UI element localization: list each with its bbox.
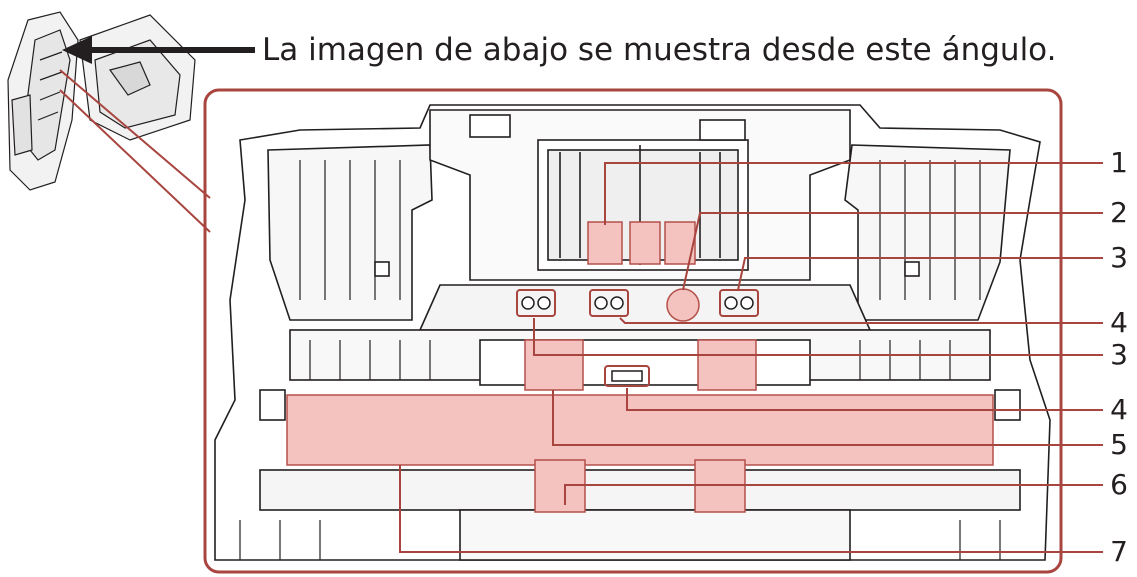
- sensor-circles: [521, 296, 754, 382]
- callout-leaders: [399, 162, 1103, 553]
- callout-number-7: 7: [1110, 535, 1128, 568]
- callout-number-3: 3: [1110, 241, 1128, 274]
- callout-number-1: 1: [1110, 146, 1128, 179]
- pick-roller-highlight-b: [629, 221, 661, 265]
- callout-number-4b: 4: [1110, 393, 1128, 426]
- callout-number-5: 5: [1110, 428, 1128, 461]
- zoom-leader-lines: [59, 69, 211, 233]
- center-round-sensor: [666, 288, 700, 322]
- callout-number-3b: 3: [1110, 338, 1128, 371]
- callout-number-2: 2: [1110, 196, 1128, 229]
- view-angle-arrow: [62, 36, 255, 64]
- callout-number-4: 4: [1110, 306, 1128, 339]
- glass-highlight: [286, 394, 994, 466]
- view-angle-caption: La imagen de abajo se muestra desde este…: [262, 32, 1057, 68]
- feed-roller-right-highlight: [697, 339, 757, 391]
- scanner-thumbnail: [7, 11, 196, 191]
- callout-number-6: 6: [1110, 468, 1128, 501]
- highlighted-parts: [286, 221, 994, 513]
- scanner-interior: [214, 104, 1051, 561]
- brake-roller-highlight: [587, 221, 623, 265]
- zoom-frame: [203, 88, 1063, 574]
